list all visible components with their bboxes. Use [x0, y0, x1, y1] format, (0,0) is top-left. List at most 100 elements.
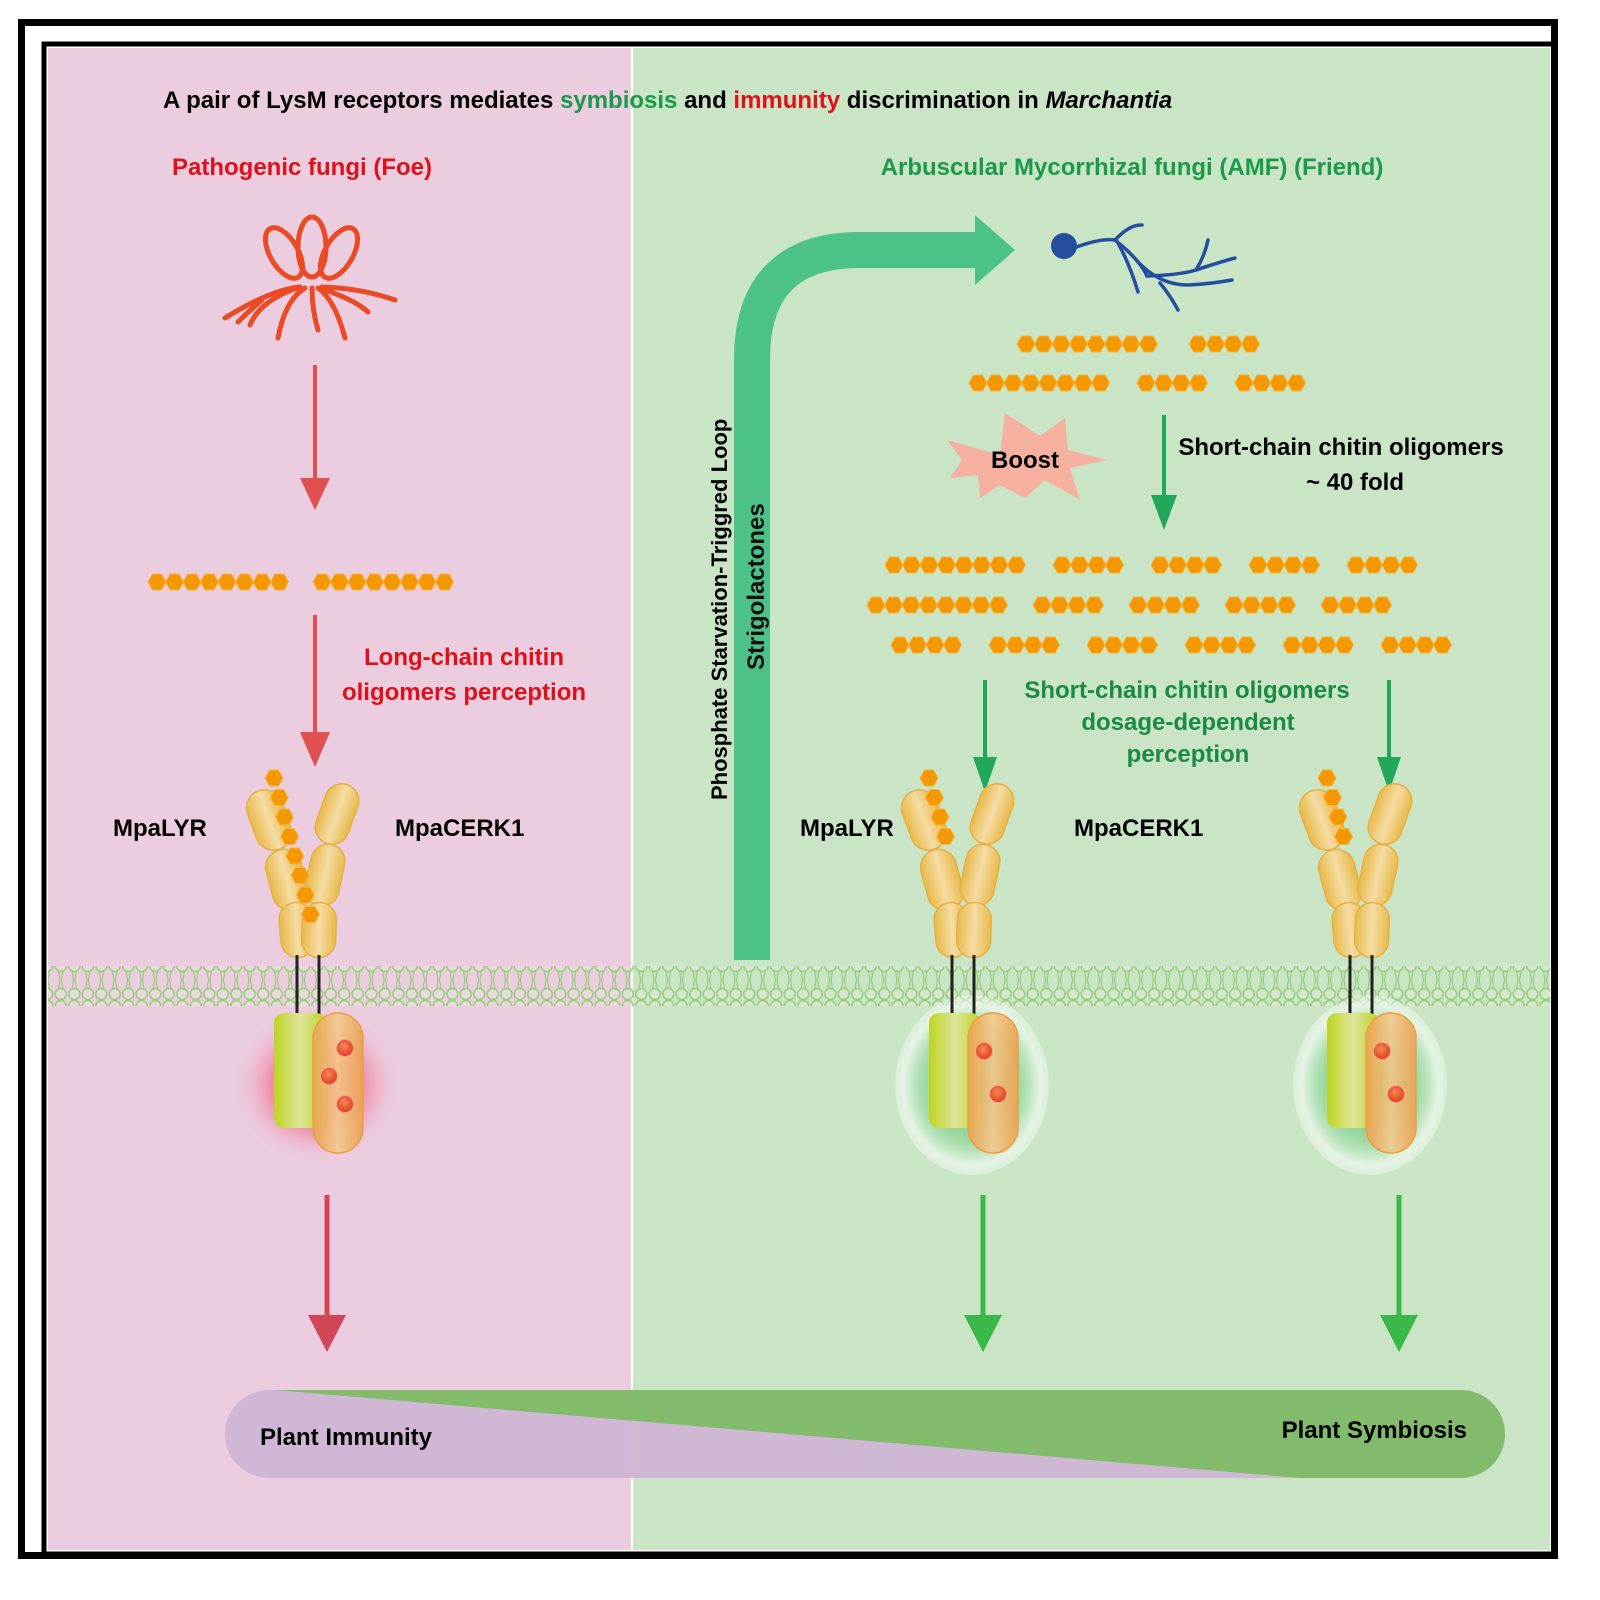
- chitin-monomer: [1236, 636, 1257, 654]
- chitin-monomer: [1073, 374, 1093, 392]
- oligomer-chain: [1016, 335, 1159, 353]
- oligomer-chain: [1320, 596, 1393, 614]
- long-chain-label-line2: oligomers perception: [342, 679, 586, 706]
- chitin-monomer: [1202, 556, 1223, 574]
- figure-title: A pair of LysM receptors mediates symbio…: [163, 87, 1172, 114]
- chitin-monomer: [1104, 556, 1125, 574]
- chitin-monomer: [1240, 335, 1261, 353]
- chitin-monomer: [935, 828, 956, 845]
- chitin-monomer: [1171, 374, 1191, 392]
- chitin-monomer: [1328, 808, 1348, 826]
- inner-frame: [41, 41, 1557, 1557]
- amf-oligomer-chains-initial: [968, 335, 1307, 392]
- chitin-monomer: [1363, 556, 1384, 574]
- chitin-monomer: [1086, 335, 1106, 353]
- chitin-monomer: [1205, 335, 1226, 353]
- chitin-monomer: [1299, 636, 1320, 654]
- oligomer-chain: [1052, 556, 1125, 574]
- perception-arrow-right: [1377, 680, 1401, 792]
- chitin-monomer: [1005, 636, 1026, 654]
- phosphate-loop-label: Phosphate Starvation-Triggred Loop: [707, 419, 732, 800]
- chitin-monomer: [295, 886, 315, 904]
- chitin-monomer: [1087, 556, 1107, 574]
- chitin-monomer: [269, 789, 289, 806]
- chitin-monomer: [1090, 374, 1111, 392]
- phosphorylation-site-icon: [320, 1067, 338, 1085]
- amf-fungus-icon: [1051, 223, 1237, 312]
- pathogenic-fungus-icon: [222, 214, 398, 341]
- oligomer-chain: [1346, 556, 1419, 574]
- chitin-monomer: [1055, 374, 1076, 392]
- chitin-monomer: [968, 374, 988, 392]
- strigolactones-label: Strigolactones: [743, 503, 770, 670]
- chitin-monomer: [1234, 374, 1254, 392]
- chitin-monomer: [417, 573, 437, 591]
- chitin-monomer: [217, 573, 237, 591]
- chitin-monomer: [1372, 596, 1393, 614]
- left-panel-heading: Pathogenic fungi (Foe): [172, 154, 432, 181]
- chitin-monomer: [884, 556, 904, 574]
- chitin-monomer: [907, 636, 928, 654]
- chitin-monomer: [890, 636, 910, 654]
- chitin-monomer: [329, 573, 350, 591]
- chitin-monomer: [1276, 596, 1297, 614]
- receptor-complex-symbiosis: [895, 769, 1049, 1175]
- left-receptor-label-cerk1: MpaCERK1: [395, 815, 524, 842]
- chitin-monomer: [919, 556, 939, 574]
- symbiosis-wedge: [275, 1390, 1505, 1478]
- chitin-monomer: [1023, 636, 1043, 654]
- receptor-complex-symbiosis: [1293, 769, 1447, 1175]
- chitin-monomer: [1317, 636, 1337, 654]
- left-arrow-1: [300, 365, 330, 510]
- chitin-monomer: [1128, 596, 1148, 614]
- chitin-monomer: [1346, 556, 1366, 574]
- chitin-monomer: [252, 573, 272, 591]
- chitin-monomer: [182, 573, 202, 591]
- chitin-monomer: [234, 573, 255, 591]
- chitin-monomer: [883, 596, 904, 614]
- oligomer-chain: [1128, 596, 1201, 614]
- title-part1: A pair of LysM receptors mediates: [163, 87, 560, 114]
- chitin-monomer: [936, 596, 956, 614]
- chitin-monomer: [1020, 374, 1041, 392]
- chitin-monomer: [1040, 636, 1061, 654]
- chitin-monomer: [1049, 596, 1070, 614]
- symbiosis-arrow-1: [964, 1195, 1002, 1352]
- phosphorylation-site-icon: [336, 1039, 354, 1057]
- boost-arrow: [1151, 415, 1177, 530]
- chitin-monomer: [364, 573, 385, 591]
- chitin-monomer: [1033, 335, 1054, 353]
- title-and: and: [677, 87, 733, 114]
- boost-label: Boost: [991, 447, 1059, 474]
- chitin-monomer: [1006, 556, 1027, 574]
- chitin-monomer: [1355, 596, 1375, 614]
- chitin-monomer: [1241, 596, 1262, 614]
- left-oligomer-chains: [147, 573, 455, 591]
- phosphorylation-site-icon: [1373, 1042, 1391, 1060]
- chitin-monomer: [1223, 335, 1243, 353]
- chitin-monomer: [147, 573, 167, 591]
- oligomer-chain: [968, 374, 1111, 392]
- chitin-monomer: [1032, 596, 1052, 614]
- chitin-monomer: [164, 573, 185, 591]
- plasma-membrane: [48, 966, 1550, 1006]
- chitin-monomer: [1337, 596, 1358, 614]
- chitin-monomer: [1068, 335, 1089, 353]
- chitin-monomer: [1283, 556, 1303, 574]
- chitin-monomer: [971, 556, 992, 574]
- cerk1-kinase-domain: [312, 1012, 364, 1154]
- oligomer-chain: [988, 636, 1061, 654]
- oligomer-chain: [1188, 335, 1261, 353]
- chitin-monomer: [918, 596, 939, 614]
- chitin-monomer: [924, 789, 945, 806]
- immunity-arrow: [308, 1195, 346, 1352]
- lysm-domain: [314, 783, 360, 845]
- chitin-monomer: [1381, 556, 1401, 574]
- chitin-monomer: [1084, 596, 1105, 614]
- chitin-monomer: [985, 374, 1006, 392]
- chitin-monomer: [1282, 636, 1302, 654]
- chitin-monomer: [1103, 335, 1124, 353]
- chitin-monomer: [1286, 374, 1307, 392]
- chitin-monomer: [989, 556, 1009, 574]
